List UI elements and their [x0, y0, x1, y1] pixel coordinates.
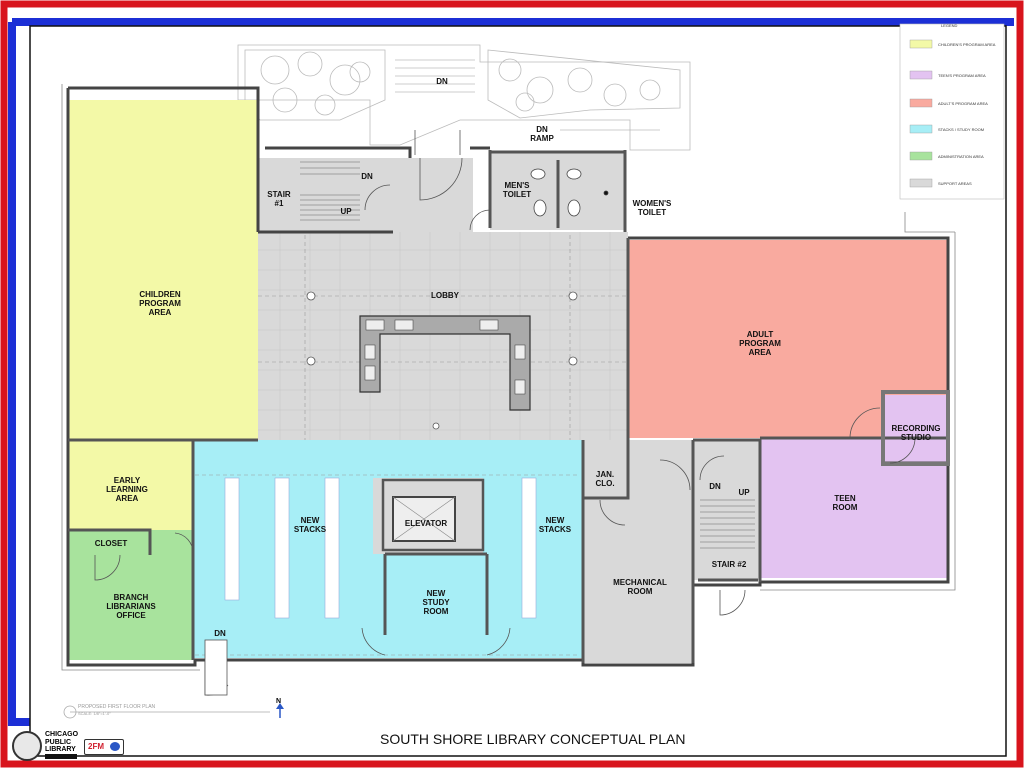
badge-circle-icon	[110, 742, 120, 751]
legend-swatch-stacks	[909, 124, 933, 134]
room-label-adult-program: ADULT PROGRAM AREA	[739, 330, 781, 357]
room-label-mens-toilet: MEN'S TOILET	[502, 181, 532, 199]
stair-1-treads	[300, 161, 360, 221]
lobby-fill	[258, 232, 628, 440]
legend-label-stacks: STACKS / STUDY ROOM	[938, 127, 985, 132]
room-label-stair2: STAIR #2	[711, 560, 747, 569]
room-label-branch-office: BRANCH LIBRARIANS OFFICE	[106, 593, 156, 620]
legend-swatch-teen	[909, 70, 933, 80]
legend-box	[899, 23, 1005, 200]
legend-swatch-admin	[909, 151, 933, 161]
ramp-label: DN RAMP	[530, 125, 554, 143]
wall-outline-thin	[61, 84, 956, 671]
room-label-teen-room: TEEN ROOM	[832, 494, 858, 512]
legend-label-teen: TEEN'S PROGRAM AREA	[938, 73, 986, 78]
north-label: N	[276, 698, 282, 705]
toilet-fixtures	[530, 168, 609, 217]
exterior-walls	[66, 86, 950, 667]
corridor-fill	[628, 440, 693, 498]
entry-plaza	[237, 44, 691, 151]
room-label-early-learning: EARLY LEARNING AREA	[106, 476, 148, 503]
room-label-closet: CLOSET	[94, 539, 128, 548]
stair1-up-label: UP	[340, 207, 352, 216]
cpl-logo-text: CHICAGO PUBLIC LIBRARY	[45, 731, 79, 753]
recording-studio-frame	[881, 390, 950, 466]
stair2-fill	[693, 440, 760, 580]
circulation-desk	[359, 315, 531, 411]
elevator-shaft	[381, 478, 485, 552]
study-room-doors	[361, 627, 511, 656]
north-arrow	[63, 703, 284, 719]
exit-dn-label: DN	[214, 629, 226, 638]
room-label-children-program: CHILDREN PROGRAM AREA	[139, 290, 181, 317]
stair2-up-label: UP	[738, 488, 750, 497]
sheet-border-blue	[8, 18, 1014, 726]
room-label-jan-clo: JAN. CLO.	[595, 470, 615, 488]
stacks-shelving	[224, 477, 537, 619]
room-label-recording-studio: RECORDING STUDIO	[891, 424, 941, 442]
sheet-inner-frame	[29, 25, 1007, 757]
study-room-walls	[383, 552, 489, 635]
legend-swatch-children	[909, 39, 933, 49]
early-learning-fill	[68, 440, 193, 530]
room-label-lobby: LOBBY	[431, 291, 459, 300]
room-label-mechanical: MECHANICAL ROOM	[613, 578, 667, 596]
room-label-new-stacks-right: NEW STACKS	[538, 516, 572, 534]
legend-label-adult: ADULT'S PROGRAM AREA	[938, 101, 988, 106]
mechanical-fill	[583, 498, 693, 663]
room-label-new-study-room: NEW STUDY ROOM	[422, 589, 450, 616]
room-label-womens-toilet: WOMEN'S TOILET	[632, 199, 672, 217]
stair2-dn-label: DN	[709, 482, 721, 491]
stair1-dn-label: DN	[361, 172, 373, 181]
office-fill	[68, 530, 193, 660]
entry-dn-label: DN	[436, 77, 448, 86]
legend-label-children: CHILDREN'S PROGRAM AREA	[938, 42, 996, 47]
legend-swatch-support	[909, 178, 933, 188]
room-label-stair1: STAIR #1	[267, 190, 291, 208]
stair-2-treads	[700, 499, 755, 549]
sheet-title: SOUTH SHORE LIBRARY CONCEPTUAL PLAN	[380, 731, 686, 747]
legend-title: LEGEND	[941, 23, 958, 28]
legend-label-support: SUPPORT AREAS	[938, 181, 972, 186]
lobby-dashed-grid	[195, 235, 628, 656]
room-label-new-stacks-left: NEW STACKS	[293, 516, 327, 534]
architect-badge-text: 2FM	[88, 742, 104, 751]
plan-caption: PROPOSED FIRST FLOOR PLAN	[78, 704, 156, 710]
jan-clo-fill	[583, 440, 628, 498]
teen-room-fill	[760, 438, 948, 578]
toilet-walls	[488, 150, 627, 232]
children-area-fill	[68, 100, 258, 440]
vestibule-fill	[393, 158, 473, 232]
plan-scale: SCALE: 1/8"=1'-0"	[78, 711, 111, 716]
cpl-logo-bar	[45, 754, 77, 759]
lobby-columns	[306, 291, 578, 430]
cpl-seal-icon	[12, 731, 42, 761]
room-label-elevator: ELEVATOR	[404, 519, 448, 528]
legend-label-admin: ADMINISTRATION AREA	[938, 154, 984, 159]
exit-stair	[204, 639, 228, 696]
legend-swatch-adult	[909, 98, 933, 108]
architect-badge-logo: 2FM	[84, 739, 124, 755]
